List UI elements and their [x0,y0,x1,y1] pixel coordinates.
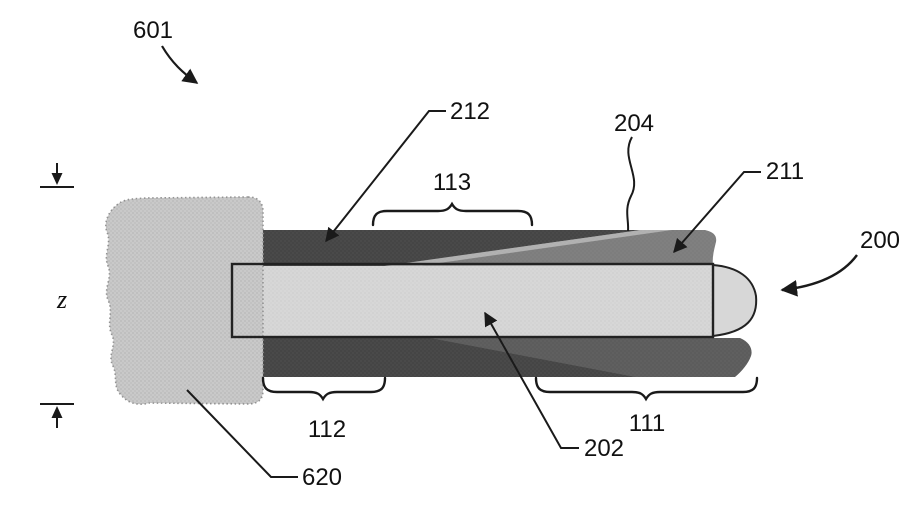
label-212: 212 [450,98,490,125]
leader-620 [186,389,298,478]
brace-112 [261,376,387,402]
leader-200-arrow [780,254,858,297]
label-200: 200 [860,227,900,254]
z-dimension-bottom-arrowhead-icon [51,406,63,418]
brace-111 [534,376,759,402]
z-axis-label: z [56,285,67,314]
label-111: 111 [629,410,665,437]
label-601: 601 [133,17,173,44]
component-620-texture [105,197,263,405]
brace-113 [371,201,534,227]
break-edge-core-tongue [712,263,758,338]
core-layer-texture [232,264,713,337]
label-112: 112 [308,416,346,443]
leader-211 [673,171,761,254]
top-cladding-texture [256,230,717,266]
core-layer-outline [230,262,715,339]
leader-212 [325,110,446,243]
leader-202 [484,311,579,449]
leader-204-squiggle [626,136,636,232]
leader-601-arrow [161,45,199,84]
label-620: 620 [302,464,342,491]
z-dimension-top-arrowhead-icon [51,173,63,185]
bottom-cladding-texture [256,338,752,377]
label-113: 113 [433,169,471,196]
label-211: 211 [766,158,804,185]
label-204: 204 [614,110,654,137]
label-202: 202 [584,435,624,462]
